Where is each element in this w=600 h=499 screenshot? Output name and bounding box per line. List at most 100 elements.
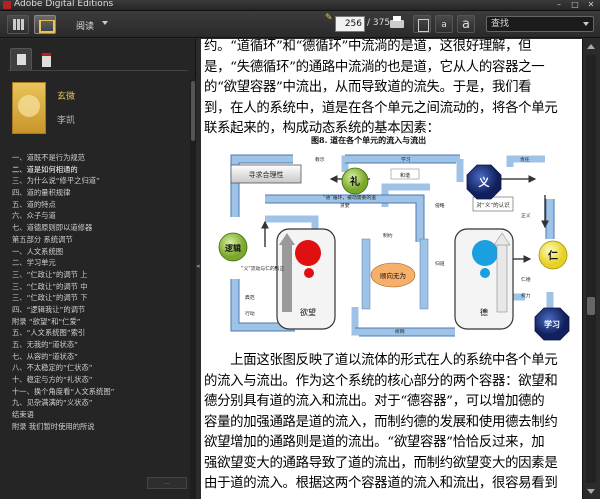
toc-item[interactable]: 十一、换个角度看“人文系统图”	[12, 386, 115, 396]
yuwang-red-dot	[304, 268, 314, 278]
page-total-label: / 375	[367, 18, 391, 28]
toc-item[interactable]: 一、道既不是行为规范	[12, 153, 85, 162]
toc-item[interactable]: 十、稳定与方的“礼状态”	[12, 375, 93, 385]
toc-item[interactable]: 三、“仁政让”的调节 中	[12, 281, 88, 291]
scroll-track[interactable]	[586, 55, 596, 483]
node-xuexi	[534, 307, 570, 341]
toc-item[interactable]: 三、为什么说“修平之归道”	[12, 176, 100, 186]
flow-label-zhiyue: 制约	[383, 232, 393, 239]
sidebar-bottom-button[interactable]: …	[147, 477, 187, 489]
sidebar-scroll-thumb[interactable]	[191, 81, 195, 141]
toc-item[interactable]: 三、“仁政让”的调节 上	[12, 269, 88, 279]
book-cover[interactable]	[12, 82, 46, 134]
window-title: Adobe Digital Editions	[14, 0, 114, 9]
toc-item[interactable]: 八、不太稳定的“仁状态”	[12, 363, 93, 373]
flow-label-qinlv: 侵略	[435, 202, 445, 209]
node-ren-label: 仁	[548, 249, 558, 262]
text-line: 约。“道循环”和“德循环”中流淌的是道，这很好理解，但	[204, 39, 532, 54]
table-of-contents: 一、道既不是行为规范二、道是如何相通的三、为什么说“修平之归道” 四、道的量积规律…	[12, 152, 190, 433]
toc-item[interactable]: 二、道是如何相通的	[12, 164, 78, 174]
toc-item[interactable]: 附录 “欲望”和“仁爱”	[12, 316, 81, 326]
toc-item[interactable]: 七、从容的“道状态”	[12, 351, 78, 361]
label-box-hexie	[390, 168, 420, 180]
node-ren	[538, 240, 568, 270]
toc-item[interactable]: 四、“逻辑我让”的调节	[12, 304, 86, 314]
de-cyan-dot	[480, 268, 490, 278]
toc-item[interactable]: 七、道德原则即以道修器	[12, 223, 93, 233]
scroll-up-icon[interactable]	[587, 44, 595, 49]
text-line: 容量的加强通路是道的流入，而制约德的发展和使用德去制约	[204, 414, 558, 430]
figure-caption: 图8. 道在各个单元的流入与流出	[311, 135, 427, 145]
toc-item[interactable]: 结束语	[12, 410, 34, 420]
text-line: 由于道的流入。根据这两个容器道的流入和流出，很容易看到	[204, 476, 558, 491]
box-xunqiu-label: 寻求合理性	[249, 170, 284, 179]
node-yuwang-label: 欲望	[300, 307, 316, 317]
toc-item[interactable]: 第五部分 系统调节	[12, 234, 73, 244]
text-line: 欲望增加的通路则是道的流出。“欲望容器”恰恰反过来，加	[204, 435, 545, 450]
reading-view-icon[interactable]	[34, 15, 56, 34]
node-xuexi-label: 学习	[544, 319, 560, 329]
toc-item[interactable]: 三、“仁政让”的调节 下	[12, 293, 88, 303]
search-input[interactable]: 查找	[486, 16, 594, 32]
bookmark-icon[interactable]: ✎	[325, 13, 333, 23]
box-xunqiu	[230, 164, 302, 184]
node-li-label: 礼	[350, 175, 360, 188]
toc-item[interactable]: 六、众子与道	[12, 211, 56, 221]
toc-item[interactable]: 附录 我们暂时使用的所说	[12, 421, 95, 431]
text-line: 到，在人的系统中，道是在各个单元之间流动的，将各个单元	[204, 100, 558, 116]
node-luoji-label: 逻辑	[224, 243, 241, 253]
page-scrollbar[interactable]	[582, 39, 600, 499]
sidebar: 玄微 李凯 一、道既不是行为规范二、道是如何相通的三、为什么说“修平之归道”四、…	[0, 39, 196, 499]
book-page: 约。“道循环”和“德循环”中流淌的是道，这很好理解，但是，“失德循环”的通路中流…	[201, 39, 582, 499]
node-de-label: 德	[480, 307, 488, 317]
toc-item[interactable]: 五、无我的“道状态”	[12, 340, 78, 349]
flow-pipes	[231, 155, 554, 336]
close-button[interactable]: ✕	[587, 0, 595, 9]
node-li	[341, 167, 369, 195]
flow-label-zhengyi: 正义	[521, 213, 531, 219]
flow-label-jiaoshi: 教示	[315, 156, 325, 163]
flow-label-quanli: 权力	[521, 292, 531, 299]
yuwang-gray-bar	[282, 242, 292, 312]
tab-pdf-icon[interactable]	[36, 48, 58, 70]
scroll-down-icon[interactable]	[587, 489, 595, 494]
toc-item[interactable]: 五、“人文系统图”索引	[12, 328, 86, 338]
fit-page-icon[interactable]	[413, 15, 431, 33]
minimize-button[interactable]: –	[557, 0, 561, 9]
flow-label-rende: 仁德	[521, 276, 531, 283]
collapse-sidebar-icon[interactable]: ◂	[196, 262, 200, 270]
flow-label-tanlan: 贪婪	[340, 202, 350, 209]
text-line: 德分别具有道的流入和流出。对于“德容器”，可以增加德的	[204, 394, 545, 409]
flow-label-dexun: “德”循环，被动需要的道	[323, 194, 376, 201]
de-cyan-circle	[472, 240, 498, 266]
text-line: 联系起来的，构成动态系统的基本因素：	[204, 121, 440, 136]
print-icon[interactable]	[388, 15, 406, 32]
text-line: 的流入与流出。作为这个系统的核心部分的两个容器：欲望和	[204, 373, 558, 389]
toc-item[interactable]: 九、见杂满满的“义状态”	[12, 398, 93, 408]
flow-label-xiuwang: 修网	[395, 328, 405, 335]
text-line: 的“欲望容器”中流出，从而导致道的流失。于是，我们看	[204, 80, 532, 95]
toc-item[interactable]: 五、道的特点	[12, 199, 56, 209]
sidebar-scrollbar[interactable]	[190, 79, 196, 499]
toc-item[interactable]: 四、道的量积规律	[12, 188, 71, 198]
search-dropdown-icon[interactable]	[583, 22, 589, 26]
scroll-thumb[interactable]	[587, 297, 595, 315]
node-shunqi-label: 顺向无为	[380, 271, 406, 280]
text-line: 上面这张图反映了道以流体的形式在人的系统中各个单元	[204, 353, 558, 368]
tab-bookmarks-icon[interactable]	[10, 48, 32, 70]
node-yi-label: 义	[479, 175, 491, 189]
window-controls: – □ ✕	[552, 0, 598, 10]
decrease-font-button[interactable]: a	[435, 15, 453, 33]
paragraph-top: 约。“道循环”和“德循环”中流淌的是道，这很好理解，但是，“失德循环”的通路中流…	[204, 39, 580, 140]
maximize-button[interactable]: □	[571, 0, 579, 9]
toc-item[interactable]: 二、学习单元	[12, 258, 56, 268]
chevron-down-icon[interactable]	[102, 21, 108, 25]
page-number-input[interactable]: 256	[335, 16, 365, 32]
book-author: 李凯	[57, 116, 76, 126]
increase-font-button[interactable]: a	[457, 15, 475, 33]
toc-item[interactable]: 一、人文系统图	[12, 246, 64, 256]
view-mode-dropdown[interactable]: 阅读	[76, 22, 95, 32]
library-view-icon[interactable]	[7, 15, 29, 34]
node-luoji	[218, 232, 248, 262]
